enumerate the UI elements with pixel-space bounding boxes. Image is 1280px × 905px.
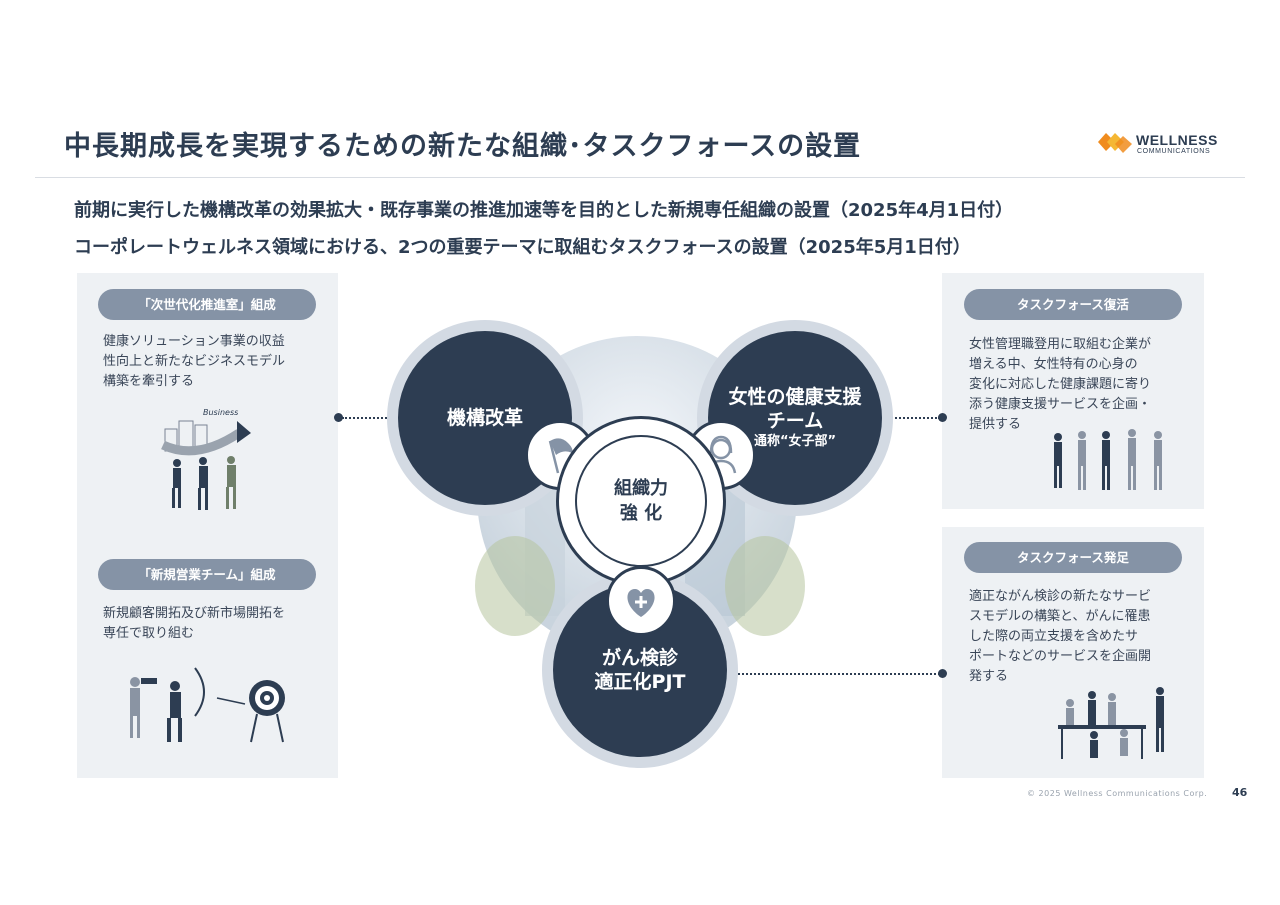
text-line: 女性管理職登用に取組む企業が: [969, 337, 1152, 352]
flag-icon: [548, 438, 573, 474]
lead-text-2: コーポレートウェルネス領域における、2つの重要テーマに取組むタスクフォースの設置…: [74, 237, 971, 258]
left-panel: 「次世代化推進室」組成 健康ソリューション事業の収益 性向上と新たなビジネスモデ…: [77, 273, 338, 778]
heart-bubble: [606, 566, 676, 636]
pill-next-gen-office: 「次世代化推進室」組成: [98, 289, 316, 320]
text-line: 新規顧客開拓及び新市場開拓を: [103, 606, 286, 621]
pill-new-sales-team: 「新規営業チーム」組成: [98, 559, 316, 590]
women-team-illustration: [1054, 429, 1162, 490]
josei-sub: 通称“女子部”: [753, 434, 837, 449]
heart-plus-icon: [627, 589, 655, 617]
right-panel-1: タスクフォース復活 女性管理職登用に取組む企業が 増える中、女性特有の心身の 変…: [942, 273, 1204, 509]
core-label-1: 組織力: [614, 478, 668, 499]
lead-text-1: 前期に実行した機構改革の効果拡大・既存事業の推進加速等を目的とした新規専任組織の…: [74, 200, 1014, 221]
left-text-1: 健康ソリューション事業の収益 性向上と新たなビジネスモデル 構築を牽引する: [103, 332, 285, 392]
kikou-label: 機構改革: [446, 407, 523, 429]
connector-left: [342, 417, 398, 419]
target-archery-illustration: [130, 667, 285, 743]
pill-taskforce-launched: タスクフォース発足: [964, 542, 1182, 573]
connector-dot-left: [334, 413, 343, 422]
page-number: 46: [1232, 786, 1248, 799]
gan-label-1: がん検診: [601, 647, 678, 669]
text-line: 変化に対応した健康課題に寄り: [969, 377, 1152, 392]
text-line: 専任で取り組む: [103, 626, 195, 641]
left-text-2: 新規顧客開拓及び新市場開拓を 専任で取り組む: [103, 604, 285, 644]
right-panel-2: タスクフォース発足 適正ながん検診の新たなサービ スモデルの構築と、がんに罹患 …: [942, 527, 1204, 778]
josei-label-1: 女性の健康支援: [728, 386, 862, 408]
text-line: 添う健康支援サービスを企画・: [969, 397, 1152, 412]
connector-dot-right-top: [938, 413, 947, 422]
right-text-2: 適正ながん検診の新たなサービ スモデルの構築と、がんに罹患 した際の両立支援を含…: [969, 587, 1151, 687]
header-divider: [35, 177, 1245, 178]
text-line: した際の両立支援を含めたサ: [969, 629, 1139, 644]
business-growth-illustration: Business: [161, 408, 251, 510]
text-line: ポートなどのサービスを企画開: [969, 649, 1152, 664]
logo-word1: WELLNESS: [1136, 132, 1218, 148]
pill-taskforce-revived: タスクフォース復活: [964, 289, 1182, 320]
core-label-2: 強 化: [619, 503, 663, 524]
connector-right-top: [880, 417, 940, 419]
company-logo: WELLNESS COMMUNICATIONS: [1098, 131, 1228, 157]
gan-label-2: 適正化PJT: [594, 671, 686, 693]
josei-label-2: チーム: [766, 410, 824, 432]
meeting-illustration: [1058, 687, 1164, 759]
text-line: 提供する: [969, 417, 1022, 432]
connector-right-bottom: [726, 673, 940, 675]
business-label: Business: [203, 408, 238, 417]
copyright: © 2025 Wellness Communications Corp.: [1027, 789, 1208, 798]
logo-word2: COMMUNICATIONS: [1137, 148, 1211, 155]
logo-icon: [1098, 133, 1132, 153]
page-title: 中長期成長を実現するための新たな組織･タスクフォースの設置: [64, 131, 862, 162]
right-text-1: 女性管理職登用に取組む企業が 増える中、女性特有の心身の 変化に対応した健康課題…: [969, 335, 1151, 435]
connector-dot-right-bottom: [938, 669, 947, 678]
text-line: 性向上と新たなビジネスモデル: [103, 354, 286, 369]
text-line: 増える中、女性特有の心身の: [969, 357, 1138, 372]
core-circle: 組織力 強 化: [575, 435, 707, 567]
text-line: 適正ながん検診の新たなサービ: [969, 589, 1152, 604]
text-line: スモデルの構築と、がんに罹患: [969, 609, 1151, 624]
text-line: 健康ソリューション事業の収益: [103, 334, 285, 349]
text-line: 構築を牽引する: [103, 374, 195, 389]
text-line: 発する: [969, 669, 1009, 684]
